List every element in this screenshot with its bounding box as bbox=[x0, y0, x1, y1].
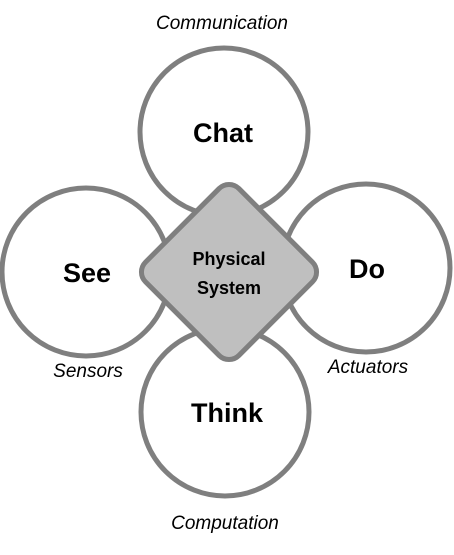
label-think: Think bbox=[191, 398, 264, 428]
caption-sensors: Sensors bbox=[53, 361, 123, 382]
node-chat: Chat bbox=[137, 45, 311, 219]
label-see: See bbox=[63, 258, 111, 288]
label-chat: Chat bbox=[193, 118, 253, 148]
node-see: See bbox=[0, 185, 173, 359]
caption-actuators: Actuators bbox=[327, 357, 409, 378]
caption-communication: Communication bbox=[156, 13, 288, 34]
center-diamond bbox=[138, 181, 320, 363]
node-do: Do bbox=[279, 181, 453, 355]
center-label-line1: Physical bbox=[192, 249, 265, 269]
center-label-line2: System bbox=[197, 278, 261, 298]
caption-computation: Computation bbox=[171, 513, 279, 534]
label-do: Do bbox=[349, 254, 385, 284]
center-physical-system: Physical System bbox=[138, 181, 320, 363]
